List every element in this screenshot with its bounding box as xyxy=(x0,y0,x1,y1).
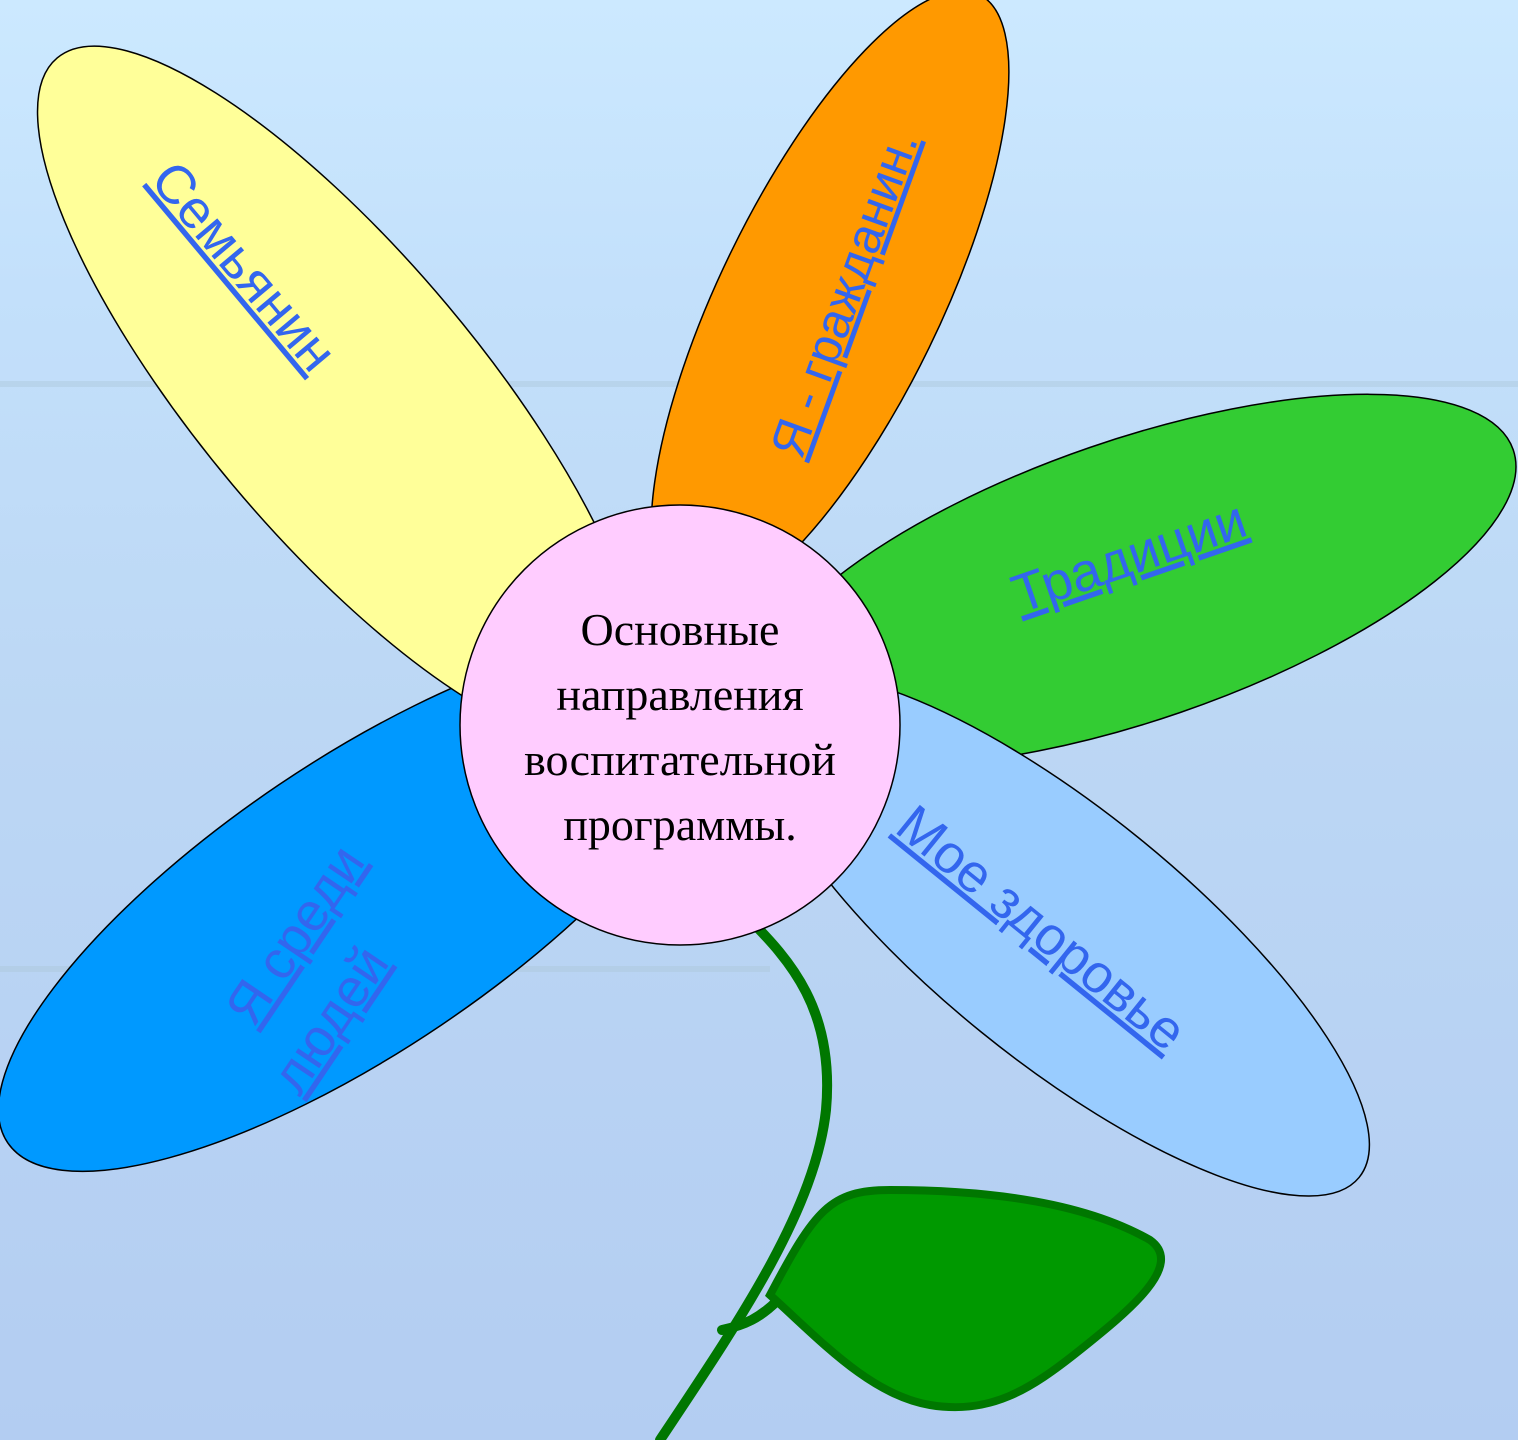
center-text-line-2: направления xyxy=(556,669,803,720)
center-circle xyxy=(459,504,901,946)
leaf-stalk xyxy=(717,1295,783,1335)
center-text-line-3: воспитательной xyxy=(524,734,836,785)
center-text-line-1: Основные xyxy=(581,604,780,655)
center-text-line-4: программы. xyxy=(563,799,797,850)
flower-stem xyxy=(655,913,833,1440)
leaf xyxy=(765,1185,1166,1412)
